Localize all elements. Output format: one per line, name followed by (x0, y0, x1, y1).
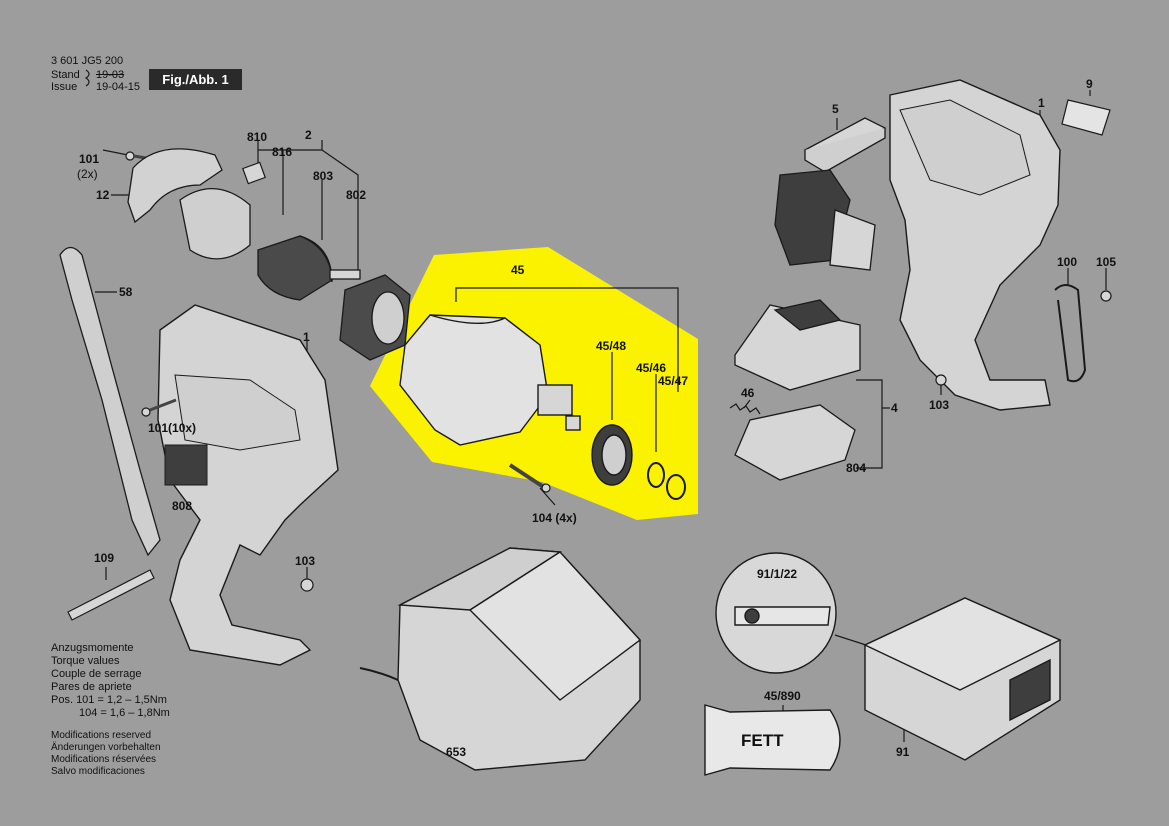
callout-91: 91 (896, 745, 910, 759)
callout-4: 4 (891, 401, 898, 415)
part-816-clip (242, 161, 266, 185)
figure-label: Fig./Abb. 1 (149, 69, 242, 90)
part-4-electronics (734, 299, 861, 391)
callout-104: 104 (4x) (532, 511, 577, 525)
grease-label: FETT (741, 731, 784, 750)
part-653-charger (359, 547, 642, 771)
torque-line-4: Pares de apriete (51, 681, 132, 693)
callout-109: 109 (94, 551, 115, 565)
callout-810: 810 (247, 130, 268, 144)
torque-pos-101: Pos. 101 = 1,2 – 1,5Nm (51, 694, 167, 706)
callout-45-48: 45/48 (596, 339, 627, 353)
footer-note-2: Änderungen vorbehalten (51, 742, 161, 753)
part-109-bit (67, 569, 155, 621)
part-45-46-ring (647, 462, 665, 488)
callout-2: 2 (305, 128, 312, 142)
callout-802: 802 (346, 188, 367, 202)
part-switch-assembly (774, 169, 876, 271)
callout-808: 808 (172, 499, 193, 513)
part-45-47-ring (666, 474, 686, 500)
footer-note-1: Modifications reserved (51, 730, 152, 741)
callout-1-left: 1 (303, 330, 310, 344)
part-808-label-plate (164, 444, 208, 486)
callout-101-top: 101 (79, 152, 100, 166)
part-5-cover (803, 117, 887, 173)
housing-right-rib (899, 99, 1031, 196)
torque-line-1: Anzugsmomente (51, 642, 134, 654)
part-803-rotor (257, 235, 361, 301)
callout-45-47: 45/47 (658, 374, 689, 388)
callout-12: 12 (96, 188, 110, 202)
part-45-890-grease-tube (704, 704, 841, 776)
part-105-screw (1100, 290, 1112, 302)
torque-line-3: Couple de serrage (51, 668, 142, 680)
callout-100: 100 (1057, 255, 1078, 269)
callout-1-right: 1 (1038, 96, 1045, 110)
callout-804: 804 (846, 461, 867, 475)
callout-101-housing: 101(10x) (148, 421, 197, 435)
housing-left-rib (174, 374, 301, 451)
part-45-48-nut (591, 424, 633, 486)
callout-45-46: 45/46 (636, 361, 667, 375)
detail-91-1-22 (715, 552, 837, 674)
footer-note-3: Modifications réservées (51, 754, 157, 765)
torque-pos-104: 104 = 1,6 – 1,8Nm (79, 707, 170, 719)
callout-101-qty: (2x) (77, 167, 98, 181)
footer-note-4: Salvo modificaciones (51, 766, 145, 777)
callout-45-890: 45/890 (764, 689, 801, 703)
callout-91-1-22: 91/1/22 (757, 567, 798, 581)
part-45-gear-housing (399, 314, 581, 446)
part-802-magnet-ring (339, 274, 411, 361)
part-58-strap (59, 246, 161, 557)
callout-58: 58 (119, 285, 133, 299)
issue-date: 19-04-15 (96, 81, 141, 93)
screw-101-housing (141, 398, 177, 417)
callout-803: 803 (313, 169, 334, 183)
stand-label: Stand (51, 69, 80, 81)
issue-label: Issue (51, 81, 78, 93)
part-91-battery (863, 597, 1062, 761)
callout-9: 9 (1086, 77, 1093, 91)
part-12-cap (127, 148, 223, 224)
part-810-brush-holder (179, 188, 251, 260)
callout-816: 816 (272, 145, 293, 159)
part-103-nut-right (935, 374, 947, 386)
part-9-label (1061, 99, 1111, 136)
part-104-screw (508, 463, 551, 493)
callout-103-right: 103 (929, 398, 950, 412)
part-100-belt-clip (1054, 284, 1087, 383)
part-103-nut-left (300, 578, 314, 592)
callout-45: 45 (511, 263, 525, 277)
part-804-plate (734, 404, 856, 481)
callout-653: 653 (446, 745, 467, 759)
stand-date: 19-03 (96, 69, 125, 81)
callout-103-left: 103 (295, 554, 316, 568)
part-46-spring (729, 403, 761, 415)
doc-number: 3 601 JG5 200 (51, 55, 124, 67)
torque-line-2: Torque values (51, 655, 120, 667)
callout-5: 5 (832, 102, 839, 116)
callout-46: 46 (741, 386, 755, 400)
callout-105: 105 (1096, 255, 1117, 269)
